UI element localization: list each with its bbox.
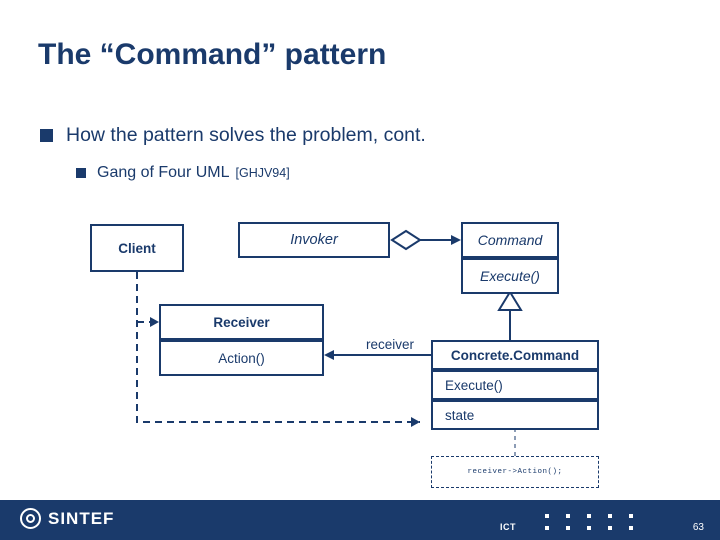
uml-class-concrete-command-attributes[interactable]: state <box>431 400 599 430</box>
uml-class-client[interactable]: Client <box>90 224 184 272</box>
uml-operation-execute-concrete: Execute() <box>445 377 503 393</box>
uml-class-receiver-name: Receiver <box>213 314 270 330</box>
bullet-marker-icon <box>40 129 53 142</box>
bullet-level2-label: Gang of Four UML <box>97 164 230 181</box>
uml-class-client-name: Client <box>118 240 156 256</box>
uml-class-concrete-command-name: Concrete.Command <box>450 347 580 363</box>
uml-association-label-receiver: receiver <box>366 337 415 352</box>
page-title: The “Command” pattern <box>38 38 387 71</box>
bullet-level1-label: How the pattern solves the problem, cont… <box>66 124 426 146</box>
uml-class-receiver-operations[interactable]: Action() <box>159 340 324 376</box>
uml-operation-action: Action() <box>218 350 265 366</box>
uml-class-receiver[interactable]: Receiver <box>159 304 324 340</box>
uml-class-command-name: Command <box>477 232 543 248</box>
bullet-level2: Gang of Four UML [GHJV94] <box>76 164 290 182</box>
footer-dots-decoration <box>545 514 650 530</box>
page-number: 63 <box>692 522 704 533</box>
uml-operation-execute: Execute() <box>480 268 540 284</box>
citation-label: [GHJV94] <box>235 166 290 180</box>
uml-class-concrete-command-operations[interactable]: Execute() <box>431 370 599 400</box>
sintef-logo-label: SINTEF <box>48 508 115 528</box>
uml-class-concrete-command[interactable]: Concrete.Command <box>431 340 599 370</box>
bullet-level1: How the pattern solves the problem, cont… <box>40 124 426 147</box>
bullet-marker-icon <box>76 168 86 178</box>
uml-diagram: Client Invoker Command Execute() Receive… <box>0 200 720 500</box>
uml-note: receiver->Action(); <box>431 456 599 488</box>
slide-footer: SINTEF ICT 63 <box>0 500 720 540</box>
sintef-logo: SINTEF <box>20 508 114 529</box>
uml-class-invoker-name: Invoker <box>290 232 338 248</box>
uml-class-command-operations[interactable]: Execute() <box>461 258 559 294</box>
uml-class-invoker[interactable]: Invoker <box>238 222 390 258</box>
uml-class-command[interactable]: Command <box>461 222 559 258</box>
sintef-mark-icon <box>20 508 41 529</box>
footer-center-label: ICT <box>500 522 516 532</box>
uml-attribute-state: state <box>445 407 475 423</box>
